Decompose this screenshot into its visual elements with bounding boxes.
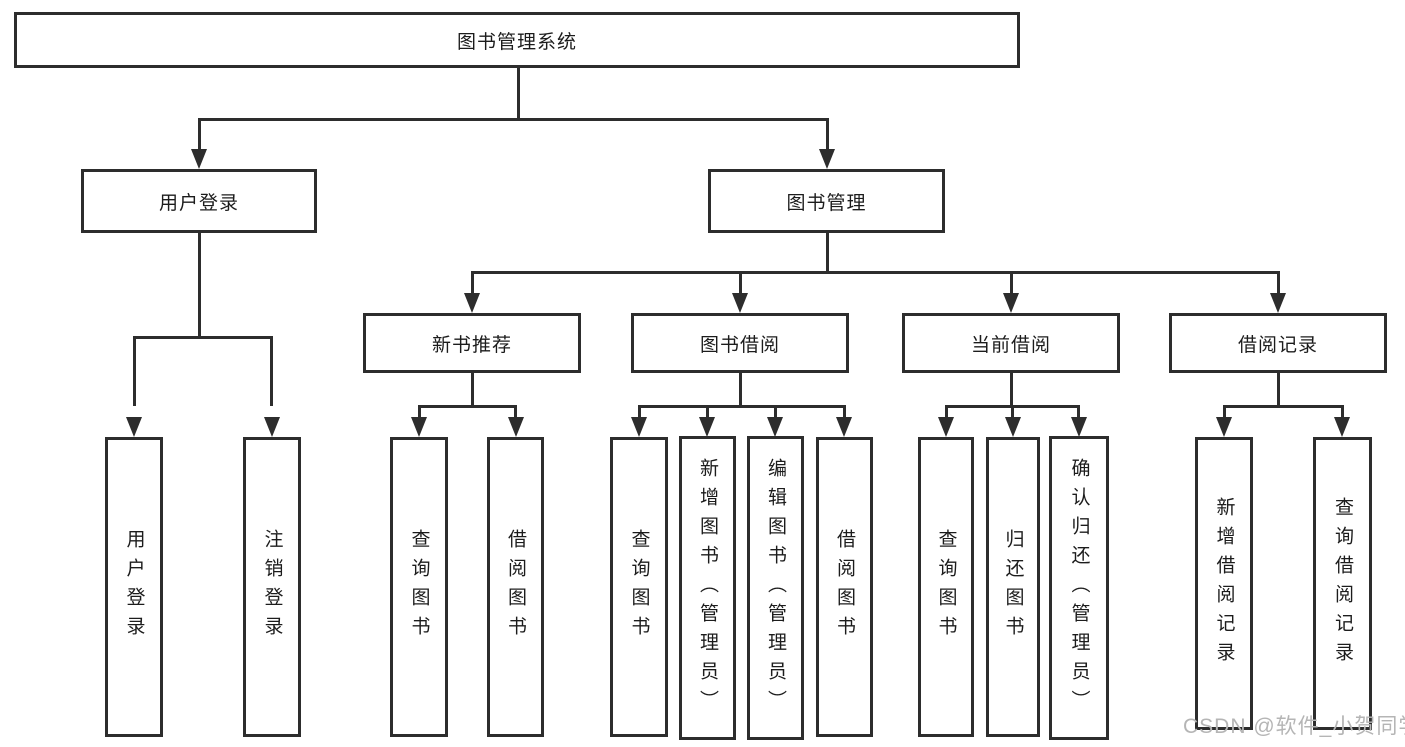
arrowhead-down-icon (508, 417, 524, 437)
leaf-query-books-borrowing: 查询图书 (610, 437, 668, 737)
leaf-add-book-admin: 新增图书（管理员） (679, 436, 736, 740)
arrowhead-down-icon (464, 293, 480, 313)
connector-line (198, 118, 201, 155)
node-new-book-recommend: 新书推荐 (363, 313, 581, 373)
node-user-login: 用户登录 (81, 169, 317, 233)
node-root: 图书管理系统 (14, 12, 1020, 68)
connector-line (198, 233, 201, 336)
connector-line (1223, 405, 1343, 408)
connector-line (1223, 405, 1226, 427)
node-current-borrowing: 当前借阅 (902, 313, 1120, 373)
leaf-user-login: 用户登录 (105, 437, 163, 737)
connector-line (1077, 405, 1080, 427)
arrowhead-down-icon (938, 417, 954, 437)
connector-line (638, 405, 845, 408)
arrowhead-down-icon (1270, 293, 1286, 313)
connector-line (1277, 373, 1280, 407)
connector-line (418, 405, 516, 408)
connector-line (1011, 405, 1014, 427)
leaf-edit-book-admin: 编辑图书（管理员） (747, 436, 804, 740)
arrowhead-down-icon (732, 293, 748, 313)
connector-line (1277, 271, 1280, 301)
connector-line (471, 271, 474, 301)
csdn-watermark: CSDN @软件_小贺同学 (1183, 715, 1405, 738)
connector-line (270, 336, 273, 406)
connector-line (843, 405, 846, 427)
connector-line (471, 271, 1279, 274)
leaf-query-books-current: 查询图书 (918, 437, 974, 737)
connector-line (514, 405, 517, 427)
connector-line (945, 405, 948, 427)
connector-line (1341, 405, 1344, 427)
node-borrowing-records: 借阅记录 (1169, 313, 1387, 373)
connector-line (1010, 373, 1013, 407)
arrowhead-down-icon (126, 417, 142, 437)
leaf-borrow-books-borrowing: 借阅图书 (816, 437, 873, 737)
arrowhead-down-icon (1071, 417, 1087, 437)
leaf-borrow-books-recommend: 借阅图书 (487, 437, 544, 737)
connector-line (133, 336, 273, 339)
arrowhead-down-icon (836, 417, 852, 437)
connector-line (826, 233, 829, 274)
arrowhead-down-icon (699, 417, 715, 437)
connector-line (133, 336, 136, 406)
leaf-query-books-recommend: 查询图书 (390, 437, 448, 737)
arrowhead-down-icon (819, 149, 835, 169)
arrowhead-down-icon (631, 417, 647, 437)
arrowhead-down-icon (1216, 417, 1232, 437)
arrowhead-down-icon (1334, 417, 1350, 437)
connector-line (706, 405, 709, 427)
arrowhead-down-icon (191, 149, 207, 169)
connector-line (739, 373, 742, 407)
connector-line (774, 405, 777, 427)
arrowhead-down-icon (767, 417, 783, 437)
connector-line (418, 405, 421, 427)
leaf-return-book: 归还图书 (986, 437, 1040, 737)
arrowhead-down-icon (1005, 417, 1021, 437)
leaf-confirm-return-admin: 确认归还（管理员） (1049, 436, 1109, 740)
connector-line (1010, 271, 1013, 301)
leaf-add-borrow-record: 新增借阅记录 (1195, 437, 1253, 730)
leaf-query-borrow-record: 查询借阅记录 (1313, 437, 1372, 730)
connector-line (826, 118, 829, 155)
connector-line (638, 405, 641, 427)
arrowhead-down-icon (411, 417, 427, 437)
connector-line (471, 373, 474, 407)
arrowhead-down-icon (264, 417, 280, 437)
leaf-logout: 注销登录 (243, 437, 301, 737)
node-book-borrowing: 图书借阅 (631, 313, 849, 373)
node-book-management: 图书管理 (708, 169, 945, 233)
connector-line (198, 118, 828, 121)
connector-line (517, 68, 520, 118)
arrowhead-down-icon (1003, 293, 1019, 313)
connector-line (739, 271, 742, 301)
